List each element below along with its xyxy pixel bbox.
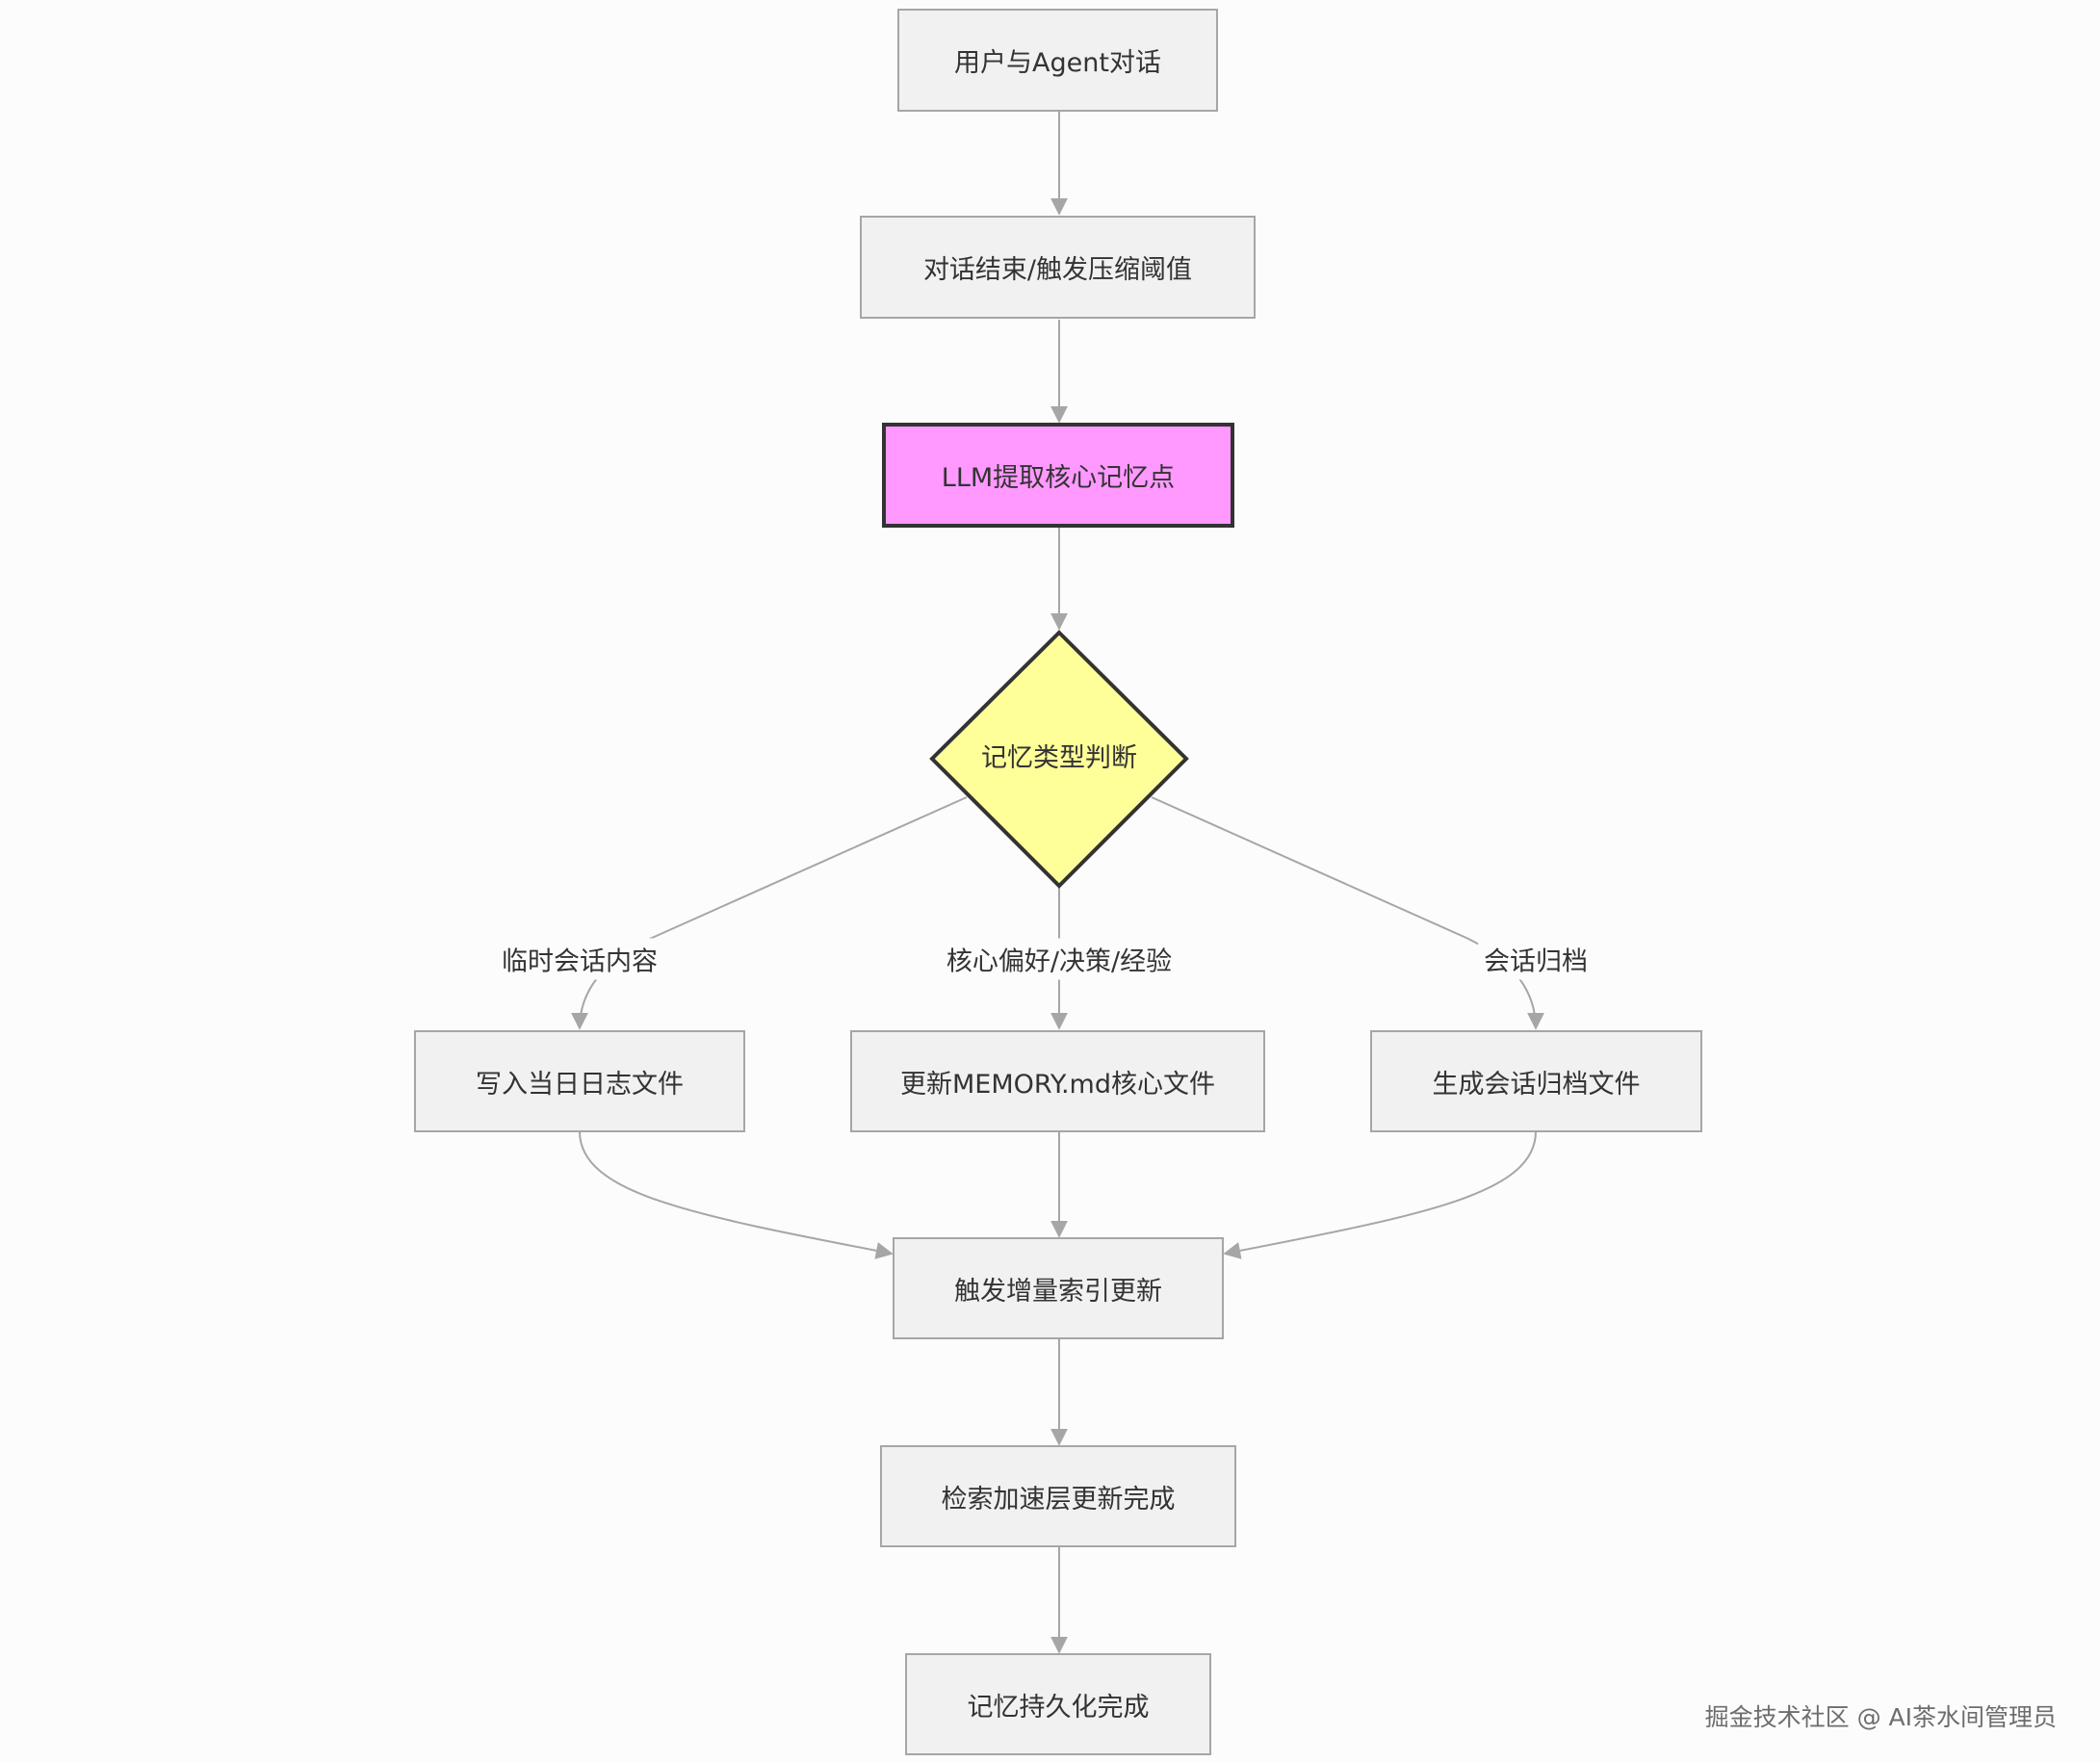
node-retrieval-done-label: 检索加速层更新完成 xyxy=(941,1484,1176,1515)
edge-label-temp-session: 临时会话内容 xyxy=(496,938,663,980)
node-archive-label: 生成会话归档文件 xyxy=(1432,1069,1641,1100)
node-daily-log-label: 写入当日日志文件 xyxy=(476,1069,684,1100)
node-trigger-label: 对话结束/触发压缩阈值 xyxy=(922,255,1193,285)
edge-label-core-prefs: 核心偏好/决策/经验 xyxy=(940,938,1179,980)
node-extract: LLM提取核心记忆点 xyxy=(882,423,1234,528)
node-persist-done: 记忆持久化完成 xyxy=(905,1653,1211,1755)
edge-daily-log-index xyxy=(579,1130,894,1259)
node-memory-md-label: 更新MEMORY.md核心文件 xyxy=(900,1069,1215,1100)
node-persist-done-label: 记忆持久化完成 xyxy=(967,1692,1150,1723)
decision-label: 记忆类型判断 xyxy=(981,743,1137,773)
edge-label-session-archive: 会话归档 xyxy=(1478,938,1594,980)
node-start-label: 用户与Agent对话 xyxy=(954,48,1161,78)
edge-decision-archive xyxy=(1151,796,1544,1030)
node-archive: 生成会话归档文件 xyxy=(1370,1030,1702,1132)
decision-diamond xyxy=(929,630,1189,889)
node-extract-label: LLM提取核心记忆点 xyxy=(941,463,1176,493)
node-daily-log: 写入当日日志文件 xyxy=(414,1030,745,1132)
node-index-update: 触发增量索引更新 xyxy=(893,1237,1224,1339)
node-start: 用户与Agent对话 xyxy=(897,9,1218,112)
node-trigger: 对话结束/触发压缩阈值 xyxy=(860,216,1256,319)
watermark: 掘金技术社区 @ AI茶水间管理员 xyxy=(1704,1703,2057,1731)
node-retrieval-done: 检索加速层更新完成 xyxy=(880,1445,1236,1547)
node-index-update-label: 触发增量索引更新 xyxy=(954,1276,1162,1307)
edge-decision-daily-log xyxy=(571,796,968,1030)
node-memory-md: 更新MEMORY.md核心文件 xyxy=(850,1030,1265,1132)
edge-archive-index xyxy=(1223,1130,1537,1259)
